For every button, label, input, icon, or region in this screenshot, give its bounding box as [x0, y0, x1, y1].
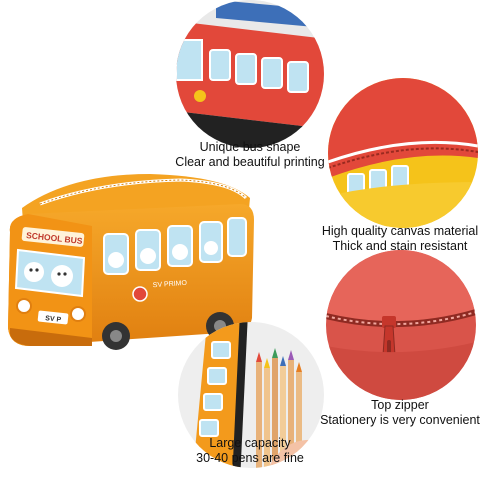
caption-bus-shape-line1: Unique bus shape	[199, 140, 301, 154]
caption-zipper-line2: Stationery is very convenient	[320, 413, 480, 427]
product-image: SCHOOL BUS SV P SV	[0, 168, 260, 358]
zipper-closeup	[326, 250, 476, 400]
detail-circle-bus-print	[176, 0, 324, 148]
caption-zipper-line1: Top zipper	[371, 398, 429, 412]
caption-bus-shape: Unique bus shape Clear and beautiful pri…	[155, 140, 345, 170]
caption-zipper: Top zipper Stationery is very convenient	[300, 398, 500, 428]
capacity-closeup	[178, 322, 324, 468]
detail-circle-canvas	[328, 78, 478, 228]
red-bus-closeup	[176, 0, 324, 148]
canvas-closeup	[328, 78, 478, 228]
caption-capacity-line2: 30-40 pens are fine	[196, 451, 304, 465]
caption-canvas-line2: Thick and stain resistant	[332, 239, 468, 253]
license-plate: SV P	[45, 315, 62, 324]
caption-canvas-line1: High quality canvas material	[321, 224, 479, 238]
caption-capacity-line1: Large capacity	[209, 436, 291, 450]
side-print: SV PRIMO	[153, 280, 188, 289]
detail-circle-capacity	[178, 322, 324, 468]
bus-pencil-case-illustration: SCHOOL BUS SV P SV	[8, 174, 254, 350]
caption-capacity: Large capacity 30-40 pens are fine	[165, 436, 335, 466]
detail-circle-zipper	[326, 250, 476, 400]
caption-bus-shape-line2: Clear and beautiful printing	[175, 155, 325, 169]
